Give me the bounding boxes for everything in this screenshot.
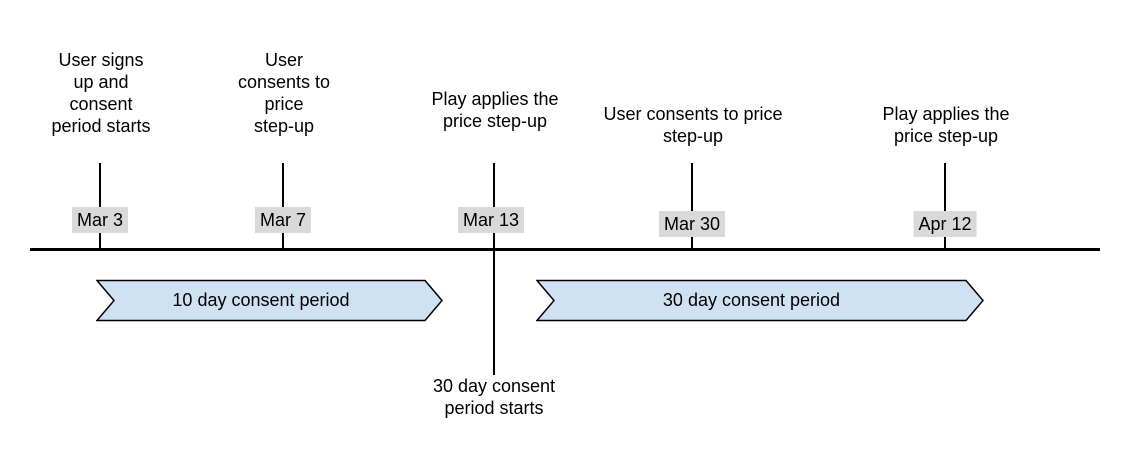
event-tick-mar-3	[99, 163, 101, 249]
event-tick-apr-12	[944, 163, 946, 249]
event-label-user-signs-up: User signs up and consent period starts	[51, 50, 151, 136]
event-date-chip-mar-7: Mar 7	[254, 207, 312, 233]
period-arrow-30-day	[536, 279, 984, 322]
period-label-10-day: 10 day consent period	[172, 289, 350, 310]
period-label-30-day: 30 day consent period	[662, 289, 841, 310]
period-arrow-30-day-shape	[536, 279, 984, 322]
period-arrow-10-day	[96, 279, 443, 322]
event-label-play-applies-2: Play applies the price step-up	[882, 104, 1010, 146]
event-date-chip-mar-13: Mar 13	[457, 207, 525, 233]
event-date-chip-apr-12: Apr 12	[913, 211, 977, 237]
period-arrow-10-day-shape	[96, 279, 443, 322]
annotation-connector-line	[493, 251, 495, 375]
event-label-play-applies-1: Play applies the price step-up	[431, 89, 559, 131]
event-tick-mar-13	[493, 163, 495, 249]
event-label-user-consents-1: User consents to price step-up	[237, 50, 331, 136]
timeline-axis-line	[30, 248, 1100, 251]
event-tick-mar-30	[691, 163, 693, 249]
event-tick-mar-7	[282, 163, 284, 249]
event-label-user-consents-2: User consents to price step-up	[603, 104, 783, 146]
event-date-chip-mar-30: Mar 30	[658, 211, 726, 237]
event-date-chip-mar-3: Mar 3	[71, 207, 129, 233]
annotation-30-day-consent-starts: 30 day consent period starts	[432, 376, 556, 418]
